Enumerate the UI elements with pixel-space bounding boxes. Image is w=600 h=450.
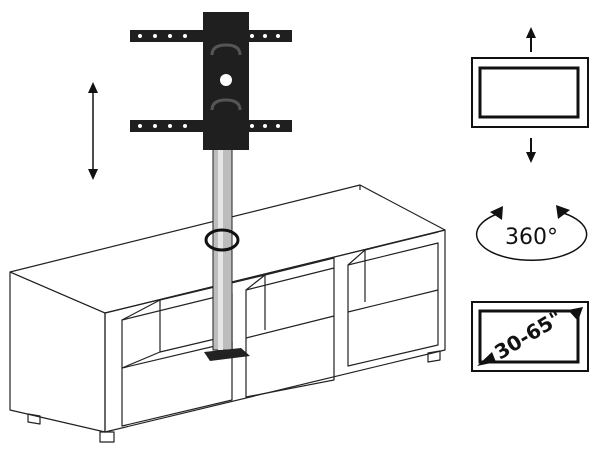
cabinet-leg xyxy=(427,350,441,363)
height-ring xyxy=(204,228,240,252)
screen-size-icon: 30-65" xyxy=(471,301,589,372)
pole-base xyxy=(204,348,250,361)
tv-bracket xyxy=(130,12,292,150)
tilt-icon xyxy=(471,27,589,163)
rotation-360-icon: 360° xyxy=(475,205,588,262)
mount-pole xyxy=(204,147,250,361)
height-adjust-arrow-icon xyxy=(88,82,98,180)
rotation-label: 360° xyxy=(505,225,558,250)
tv-cabinet xyxy=(9,184,446,443)
cabinet-leg xyxy=(27,413,41,425)
cabinet-leg xyxy=(99,431,115,443)
